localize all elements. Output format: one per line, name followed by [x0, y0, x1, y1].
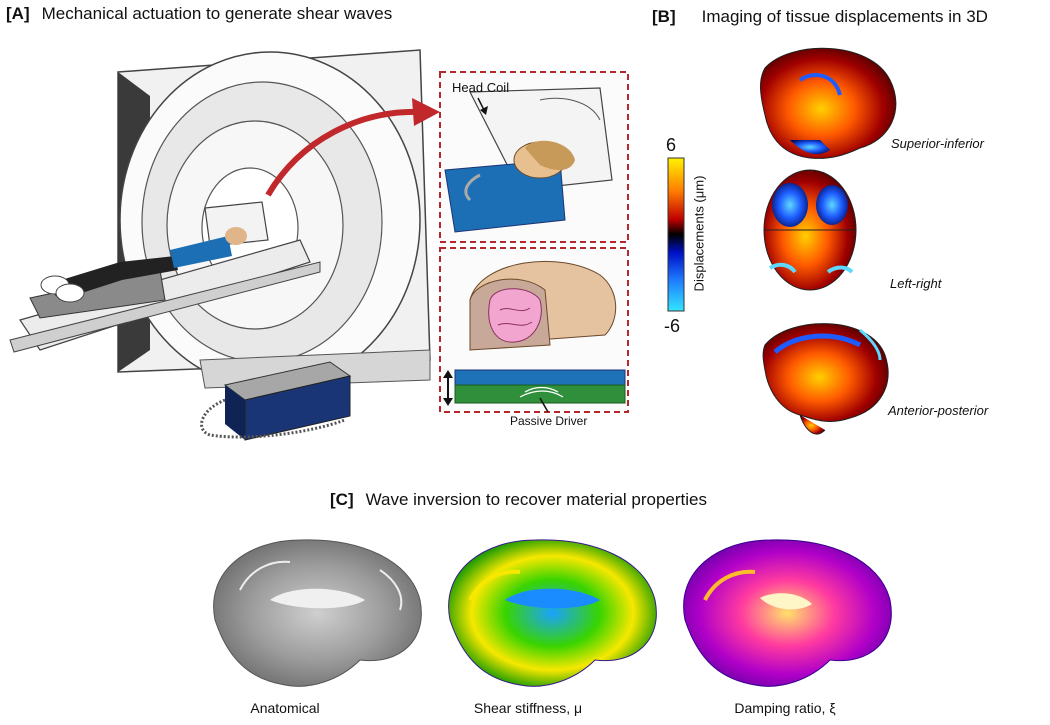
colorbar-min: -6 — [664, 316, 681, 336]
map-damping-ratio — [683, 539, 892, 687]
brain-left-right — [763, 169, 857, 291]
panel-b-tag: [B] — [652, 7, 676, 26]
inset-passive-driver — [439, 247, 629, 413]
map-anatomical — [213, 539, 422, 687]
head-coil-small — [204, 201, 269, 247]
view-label-anterior-posterior: Anterior-posterior — [888, 403, 989, 418]
panel-b-title: Imaging of tissue displacements in 3D — [701, 7, 988, 26]
colorbar-label: Displacements (μm) — [691, 175, 707, 292]
inset-head-coil — [439, 71, 629, 243]
head-coil-pointer — [477, 97, 488, 115]
view-label-superior-inferior: Superior-inferior — [891, 136, 984, 151]
map-shear-stiffness — [448, 539, 657, 687]
map-caption-shear-stiffness: Shear stiffness, μ — [473, 700, 583, 716]
panel-a-tag: [A] — [6, 4, 30, 23]
brain-anterior-posterior — [762, 323, 889, 435]
map-caption-anatomical: Anatomical — [250, 700, 320, 716]
view-label-left-right: Left-right — [890, 276, 942, 291]
head-coil-label: Head Coil — [452, 80, 510, 95]
panel-b-heading: [B] Imaging of tissue displacements in 3D — [652, 7, 988, 27]
panel-a-title: Mechanical actuation to generate shear w… — [41, 4, 393, 23]
passive-driver-label: Passive Driver — [510, 414, 588, 428]
panel-c-title: Wave inversion to recover material prope… — [365, 490, 708, 509]
panel-a-heading: [A] Mechanical actuation to generate shea… — [6, 4, 392, 24]
passive-driver-device — [200, 361, 352, 441]
panel-c-heading: [C] Wave inversion to recover material pr… — [330, 490, 707, 510]
curved-arrow-icon — [265, 98, 440, 197]
brain-superior-inferior — [760, 47, 897, 159]
double-arrow-icon — [443, 370, 453, 406]
displacement-colorbar — [667, 157, 685, 312]
panel-c-tag: [C] — [330, 490, 354, 509]
patient-illustration — [40, 227, 247, 303]
colorbar-max: 6 — [666, 135, 677, 155]
map-caption-damping-ratio: Damping ratio, ξ — [734, 700, 836, 716]
